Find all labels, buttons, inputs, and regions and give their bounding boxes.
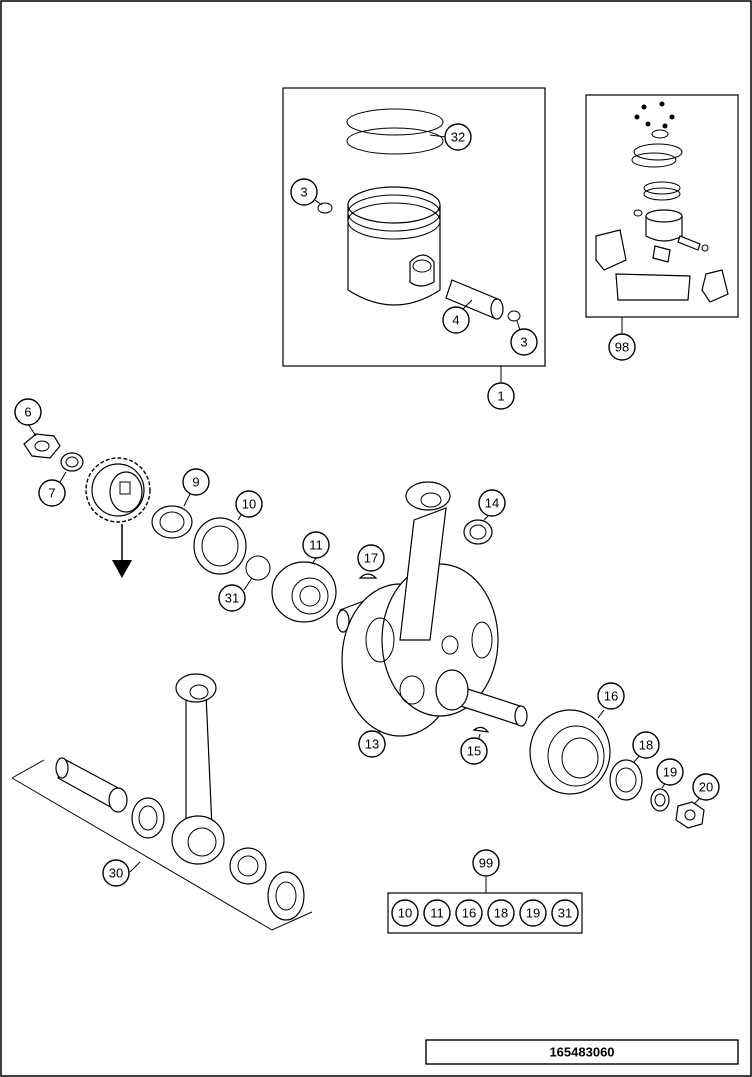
woodruff-key-top — [358, 573, 378, 579]
o-ring — [245, 555, 271, 581]
callout-label: 19 — [663, 765, 677, 780]
callout-label: 13 — [365, 737, 379, 752]
callout-6: 6 — [14, 398, 42, 426]
callout-99: 99 — [472, 849, 500, 877]
piston — [347, 186, 441, 306]
kit-99-item: 31 — [551, 899, 579, 927]
callout-11: 11 — [302, 531, 330, 559]
callout-30: 30 — [102, 859, 130, 887]
lock-washer — [60, 452, 84, 472]
spacer-ring — [151, 505, 193, 539]
callout-13: 13 — [358, 730, 386, 758]
callout-3b: 3 — [510, 328, 538, 356]
callout-label: 32 — [451, 130, 465, 145]
callout-14: 14 — [478, 489, 506, 517]
callout-18: 18 — [632, 731, 660, 759]
callout-7: 7 — [38, 479, 66, 507]
crank-nut — [23, 433, 61, 459]
seal-ring — [609, 759, 643, 801]
callout-label: 3 — [300, 185, 307, 200]
kit-99-item: 16 — [455, 899, 483, 927]
kit-99-items: 10 11 16 18 19 31 — [391, 899, 579, 927]
kit-99-item-label: 10 — [398, 906, 412, 921]
conrod-kit — [11, 673, 313, 931]
circlip-right — [507, 310, 521, 322]
hex-nut — [675, 801, 705, 829]
kit-99-item-label: 19 — [526, 906, 540, 921]
washer — [650, 788, 670, 812]
callout-label: 98 — [615, 340, 629, 355]
main-bearing-right — [529, 709, 611, 795]
kit-99-item-label: 11 — [430, 906, 444, 921]
piston-pin — [445, 279, 504, 320]
kit-99-item: 18 — [487, 899, 515, 927]
callout-label: 1 — [497, 389, 504, 404]
kit-99-item: 10 — [391, 899, 419, 927]
kit-99-item-label: 31 — [558, 906, 572, 921]
callout-label: 9 — [192, 475, 199, 490]
document-number: 165483060 — [549, 1045, 614, 1060]
callout-3a: 3 — [290, 178, 318, 206]
callout-19: 19 — [656, 758, 684, 786]
kit-99-item-label: 18 — [494, 906, 508, 921]
callout-label: 20 — [699, 780, 713, 795]
kit-99-box — [387, 892, 583, 934]
callout-label: 99 — [479, 856, 493, 871]
callout-label: 30 — [109, 866, 123, 881]
callout-1: 1 — [487, 382, 515, 410]
shaft-seal — [193, 517, 247, 575]
callout-label: 7 — [48, 486, 55, 501]
callout-label: 16 — [604, 689, 618, 704]
gasket-kit-box — [585, 94, 739, 318]
kit-99-item: 11 — [423, 899, 451, 927]
callout-label: 4 — [452, 313, 459, 328]
main-bearing-left — [271, 561, 337, 623]
callout-label: 17 — [364, 551, 378, 566]
circlip-left — [317, 202, 333, 214]
callout-31: 31 — [218, 584, 246, 612]
callout-label: 3 — [520, 335, 527, 350]
callout-17: 17 — [357, 544, 385, 572]
kit-99-item: 19 — [519, 899, 547, 927]
callout-32: 32 — [444, 123, 472, 151]
callout-10: 10 — [235, 490, 263, 518]
callout-label: 14 — [485, 496, 499, 511]
piston-kit-box — [282, 87, 546, 367]
direction-arrow — [112, 524, 132, 578]
callout-label: 6 — [24, 405, 31, 420]
callout-label: 18 — [639, 738, 653, 753]
callout-label: 10 — [242, 497, 256, 512]
document-number-box — [425, 1039, 739, 1065]
piston-rings — [346, 108, 444, 155]
callout-label: 11 — [309, 538, 323, 553]
connecting-rod — [399, 481, 451, 641]
callout-16: 16 — [597, 682, 625, 710]
callout-15: 15 — [460, 737, 488, 765]
callout-98: 98 — [608, 333, 636, 361]
kit-99-item-label: 16 — [462, 906, 476, 921]
callout-label: 31 — [225, 591, 239, 606]
callout-4: 4 — [442, 306, 470, 334]
callout-label: 15 — [467, 744, 481, 759]
callout-20: 20 — [692, 773, 720, 801]
needle-bearing-small — [463, 519, 493, 545]
woodruff-key-bottom — [472, 726, 490, 733]
primary-gear — [85, 457, 151, 523]
callout-9: 9 — [182, 468, 210, 496]
